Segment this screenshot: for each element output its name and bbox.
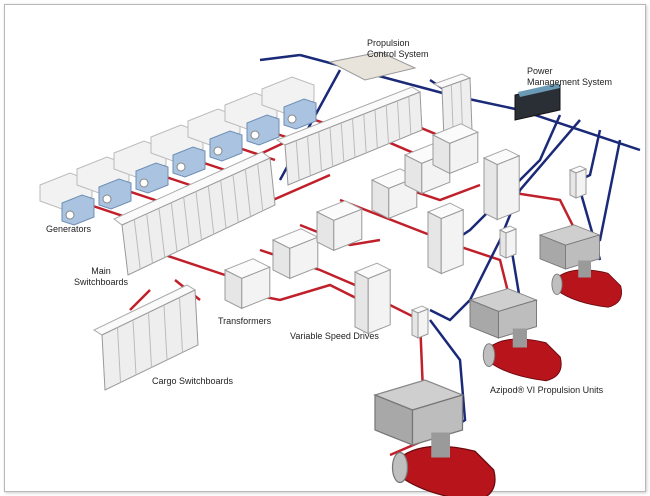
control-line [259,53,301,62]
power-management-console [514,83,561,121]
label-cargo-switchboards: Cargo Switchboards [152,376,234,386]
azipod-propulsion-unit [373,379,496,496]
generator-shaft [250,130,260,140]
propeller [391,451,409,484]
power-line [129,289,151,311]
power-line [379,298,427,457]
azipod-propulsion-unit [468,288,562,382]
label-generators: Generators [46,224,92,234]
generator [261,76,317,130]
transformer [271,228,320,280]
cargo-switchboard [92,284,199,391]
transformer [315,200,364,252]
converter-unit [410,305,430,339]
converter-unit [498,225,518,259]
propeller [551,273,563,295]
generator-shaft [213,146,223,156]
converter-unit [568,165,588,199]
azipod-propulsion-unit [538,224,622,308]
pod-strut [578,260,591,278]
generator-shaft [102,194,112,204]
diagram-frame [4,4,646,492]
generator-shaft [176,162,186,172]
propulsion-control-console [328,51,417,81]
label-azipod-propulsion-units: Azipod® VI Propulsion Units [490,385,604,395]
propeller [482,343,496,367]
pod-strut [512,328,527,348]
variable-speed-drive [482,148,521,221]
generator-shaft [287,114,297,124]
generator-shaft [65,210,75,220]
label-variable-speed-drives: Variable Speed Drives [290,331,379,341]
main-switchboard [113,151,276,276]
variable-speed-drive [353,262,392,335]
transformer [223,258,272,310]
main-switchboard [275,86,423,186]
control-line [429,119,581,322]
pod-strut [431,432,450,458]
transformer [431,123,480,175]
variable-speed-drive [426,202,465,275]
generator-shaft [139,178,149,188]
label-transformers: Transformers [218,316,272,326]
switchboard-panel [432,73,473,141]
